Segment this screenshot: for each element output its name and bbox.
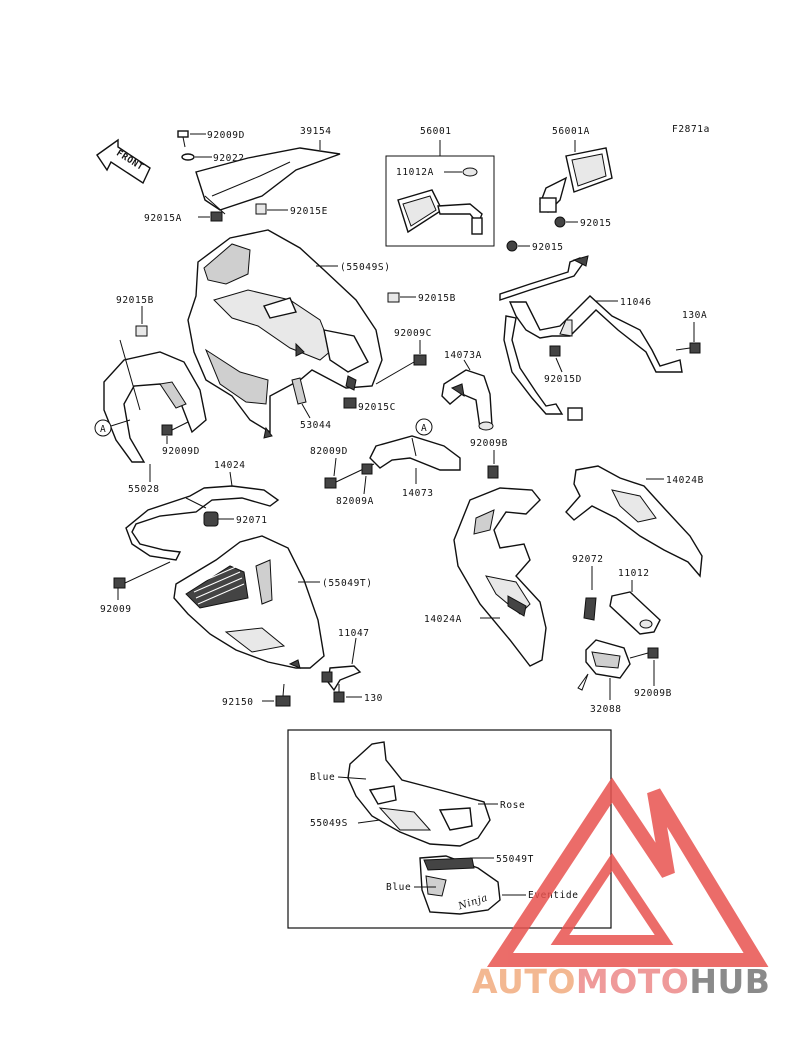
duct-14073 xyxy=(369,435,461,471)
callout-92150: 92150 xyxy=(222,697,254,708)
callout-14073A: 14073A xyxy=(444,350,482,361)
callout-92009-left: 92009 xyxy=(100,604,132,615)
clip-92015B-left xyxy=(135,325,148,337)
color-inset-box xyxy=(287,729,612,929)
callout-92009B-right: 92009B xyxy=(634,688,672,699)
callout-92022: 92022 xyxy=(213,153,245,164)
callout-92015D: 92015D xyxy=(544,374,582,385)
inset-label-blue-top: Blue xyxy=(310,772,335,783)
bolt-130A xyxy=(675,342,701,354)
callout-92015E: 92015E xyxy=(290,206,328,217)
callout-56001A: 56001A xyxy=(552,126,590,137)
bolt-92009D-left xyxy=(161,421,189,436)
callout-130: 130 xyxy=(364,693,383,704)
callout-92072: 92072 xyxy=(572,554,604,565)
callout-92015-a: 92015 xyxy=(580,218,612,229)
callout-39154: 39154 xyxy=(300,126,332,137)
callout-55028: 55028 xyxy=(128,484,160,495)
watermark-part-auto: AUTO xyxy=(472,962,576,1001)
callout-92015B-right: 92015B xyxy=(418,293,456,304)
callout-56001: 56001 xyxy=(420,126,452,137)
callout-11046: 11046 xyxy=(620,297,652,308)
duct-14073A xyxy=(441,369,494,431)
callout-14073: 14073 xyxy=(402,488,434,499)
panel-14024B xyxy=(565,465,703,578)
bolt-92009-left xyxy=(113,561,171,589)
callout-14024B: 14024B xyxy=(666,475,704,486)
inset-upper-cowl xyxy=(347,741,491,847)
nut-92015A xyxy=(210,211,223,222)
figure-code: F2871a xyxy=(672,124,710,135)
bolt-92150 xyxy=(275,683,291,707)
watermark-part-hub: HUB xyxy=(689,962,771,1001)
clip-92015B-right xyxy=(387,292,400,303)
washer-92022 xyxy=(181,153,195,161)
bolt-130 xyxy=(333,684,345,703)
box-32088 xyxy=(577,639,631,691)
nut-92015-b xyxy=(506,240,518,252)
callout-14024A: 14024A xyxy=(424,614,462,625)
inset-label-eventide: Eventide xyxy=(528,890,579,901)
bracket-11047 xyxy=(321,665,362,692)
mirror-56001 xyxy=(397,167,483,235)
inset-label-rose: Rose xyxy=(500,800,525,811)
inset-label-55049S: 55049S xyxy=(310,818,348,829)
callout-53044: 53044 xyxy=(300,420,332,431)
grommet-92071 xyxy=(203,511,219,527)
nut-92015-a xyxy=(554,216,566,228)
inset-label-blue-bottom: Blue xyxy=(386,882,411,893)
bolt-92009C xyxy=(375,354,427,385)
clip-92015C xyxy=(343,397,357,409)
nut-92015D xyxy=(549,345,561,357)
callout-55049T-main: (55049T) xyxy=(322,578,373,589)
callout-82009D: 82009D xyxy=(310,446,348,457)
inset-label-55049T: 55049T xyxy=(496,854,534,865)
callout-92009D-left: 92009D xyxy=(162,446,200,457)
front-arrow-icon: FRONT xyxy=(96,138,151,185)
callout-92015A: 92015A xyxy=(144,213,182,224)
bolt-82009A xyxy=(361,463,373,475)
trim-53044 xyxy=(291,377,307,405)
panel-14024 xyxy=(125,485,280,561)
watermark-triangle-icon xyxy=(487,777,769,967)
bolt-92009B-right xyxy=(629,647,659,659)
callout-11012A: 11012A xyxy=(396,167,434,178)
callout-130A: 130A xyxy=(682,310,707,321)
bolt-92009B-mid xyxy=(487,465,499,479)
inner-cowl-14024A xyxy=(453,487,547,667)
ref-A-left: A xyxy=(100,424,106,435)
callout-92009C: 92009C xyxy=(394,328,432,339)
ref-A-mid: A xyxy=(421,423,427,434)
upper-cowl-55049S xyxy=(187,229,383,439)
callout-11047: 11047 xyxy=(338,628,370,639)
watermark-text: AUTOMOTOHUB xyxy=(472,962,770,1001)
mirror-56001A xyxy=(539,147,613,213)
nut-92015E xyxy=(255,203,267,215)
callout-92015C: 92015C xyxy=(358,402,396,413)
watermark-part-moto: MOTO xyxy=(575,962,690,1001)
bolt-92009D-top xyxy=(177,130,189,148)
bracket-39154 xyxy=(195,147,341,215)
callout-14024: 14024 xyxy=(214,460,246,471)
cover-55028 xyxy=(103,339,207,463)
callout-32088: 32088 xyxy=(590,704,622,715)
callout-11012: 11012 xyxy=(618,568,650,579)
callout-92015-b: 92015 xyxy=(532,242,564,253)
callout-82009A: 82009A xyxy=(336,496,374,507)
inset-lower-cowl xyxy=(419,855,501,915)
stay-11046 xyxy=(499,255,683,421)
callout-92009B-mid: 92009B xyxy=(470,438,508,449)
lower-cowl-55049T xyxy=(173,535,325,669)
callout-55049S-main: (55049S) xyxy=(340,262,391,273)
callout-92015B-left: 92015B xyxy=(116,295,154,306)
callout-92009D-top: 92009D xyxy=(207,130,245,141)
clip-92072 xyxy=(583,597,597,621)
callout-92071: 92071 xyxy=(236,515,268,526)
cover-11012 xyxy=(609,591,661,635)
